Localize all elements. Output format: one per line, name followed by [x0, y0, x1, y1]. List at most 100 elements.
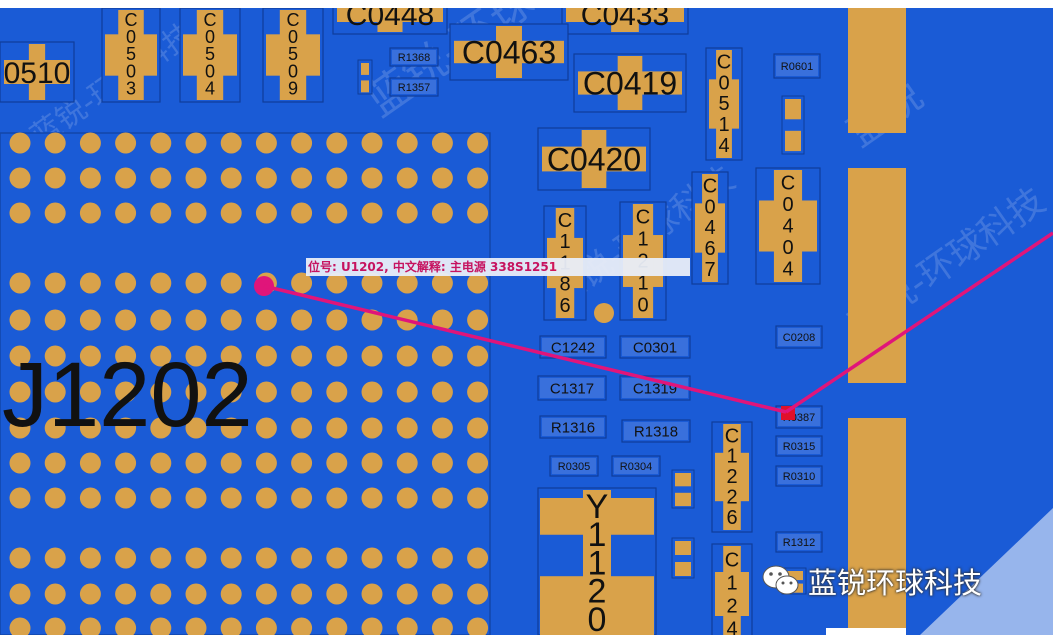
- component-outline: [389, 47, 439, 67]
- chip-u1202[interactable]: J1202: [0, 132, 491, 635]
- component-r1357[interactable]: R1357: [389, 77, 439, 97]
- component-c1317[interactable]: C1317: [537, 375, 607, 401]
- small-part[interactable]: [357, 59, 373, 95]
- bga-ball: [185, 309, 207, 331]
- bga-ball: [396, 272, 418, 294]
- bga-ball: [115, 487, 137, 509]
- solder-pad: [723, 546, 741, 635]
- component-label: R0315: [783, 441, 815, 453]
- bga-ball: [9, 132, 31, 154]
- solder-pad: [778, 534, 820, 550]
- component-c1242[interactable]: C1242: [539, 335, 607, 359]
- component-label: R0305: [558, 461, 590, 473]
- component-outline: [775, 531, 823, 553]
- component-c0301[interactable]: C0301: [619, 335, 691, 359]
- bga-ball: [44, 132, 66, 154]
- bga-ball: [150, 417, 172, 439]
- component-c0419[interactable]: C0419: [573, 53, 687, 113]
- solder-pad: [785, 99, 801, 120]
- bga-ball: [291, 132, 313, 154]
- bga-ball: [361, 167, 383, 189]
- component-outline: [611, 455, 661, 477]
- component-c0420[interactable]: C0420: [537, 127, 651, 191]
- bga-ball: [396, 345, 418, 367]
- component-label-char: 4: [704, 217, 715, 239]
- component-r0304[interactable]: R0304: [611, 455, 661, 477]
- bga-ball: [9, 272, 31, 294]
- corner-highlight: [920, 508, 1053, 635]
- bga-ball: [326, 381, 348, 403]
- component-c0510[interactable]: 0510: [0, 41, 75, 103]
- component-label: R1316: [551, 419, 595, 436]
- component-r0310[interactable]: R0310: [775, 465, 823, 487]
- bga-ball: [326, 202, 348, 224]
- component-label-char: 4: [782, 259, 793, 281]
- component-r0601[interactable]: R0601: [773, 53, 821, 79]
- small-part[interactable]: [671, 537, 695, 579]
- small-part[interactable]: [671, 469, 695, 509]
- component-label-char: 5: [126, 44, 136, 64]
- bga-ball: [255, 345, 277, 367]
- component-c0208[interactable]: C0208: [775, 325, 823, 349]
- bga-ball: [115, 547, 137, 569]
- component-label-char: C: [717, 52, 731, 74]
- solder-pad: [542, 338, 604, 356]
- component-c124[interactable]: C124: [711, 543, 753, 635]
- bga-ball: [220, 345, 242, 367]
- solder-pad: [552, 458, 596, 474]
- component-label: C1242: [551, 339, 595, 356]
- bga-ball: [79, 417, 101, 439]
- bga-ball: [255, 309, 277, 331]
- bga-ball: [396, 417, 418, 439]
- solder-pad: [778, 328, 820, 346]
- bga-ball: [431, 617, 453, 635]
- component-c0448[interactable]: C0448: [332, 8, 448, 35]
- component-r1312[interactable]: R1312: [775, 531, 823, 553]
- component-label-char: C: [636, 207, 650, 229]
- bga-ball: [467, 132, 489, 154]
- bga-ball: [396, 547, 418, 569]
- bga-ball: [291, 202, 313, 224]
- component-outline: [539, 335, 607, 359]
- bga-ball: [185, 345, 207, 367]
- component-label-char: 5: [718, 93, 729, 115]
- bga-ball: [115, 132, 137, 154]
- bga-ball: [44, 167, 66, 189]
- bga-ball: [255, 132, 277, 154]
- component-label-char: 0: [704, 196, 715, 218]
- bga-ball: [150, 202, 172, 224]
- bga-ball: [185, 167, 207, 189]
- bga-ball: [185, 547, 207, 569]
- component-label-char: 1: [637, 229, 648, 251]
- component-label-char: 1: [637, 273, 648, 295]
- component-outline: [539, 415, 607, 439]
- component-r1316[interactable]: R1316: [539, 415, 607, 439]
- component-label: C0419: [583, 66, 677, 102]
- component-r0315[interactable]: R0315: [775, 435, 823, 457]
- bga-ball: [255, 202, 277, 224]
- small-part[interactable]: [781, 95, 805, 155]
- component-r1318[interactable]: R1318: [621, 419, 691, 443]
- component-r0305[interactable]: R0305: [549, 455, 599, 477]
- bga-ball: [79, 202, 101, 224]
- component-r1368[interactable]: R1368: [389, 47, 439, 67]
- bga-ball: [220, 202, 242, 224]
- component-c0463[interactable]: C0463: [449, 23, 569, 81]
- component-label: C0301: [633, 339, 677, 356]
- component-c0433[interactable]: C0433: [561, 8, 689, 35]
- bga-ball: [326, 309, 348, 331]
- solder-pad: [392, 80, 436, 94]
- component-label-char: 6: [704, 238, 715, 260]
- bga-ball: [326, 132, 348, 154]
- bga-ball: [9, 309, 31, 331]
- bga-ball: [9, 202, 31, 224]
- solder-pad: [675, 473, 691, 487]
